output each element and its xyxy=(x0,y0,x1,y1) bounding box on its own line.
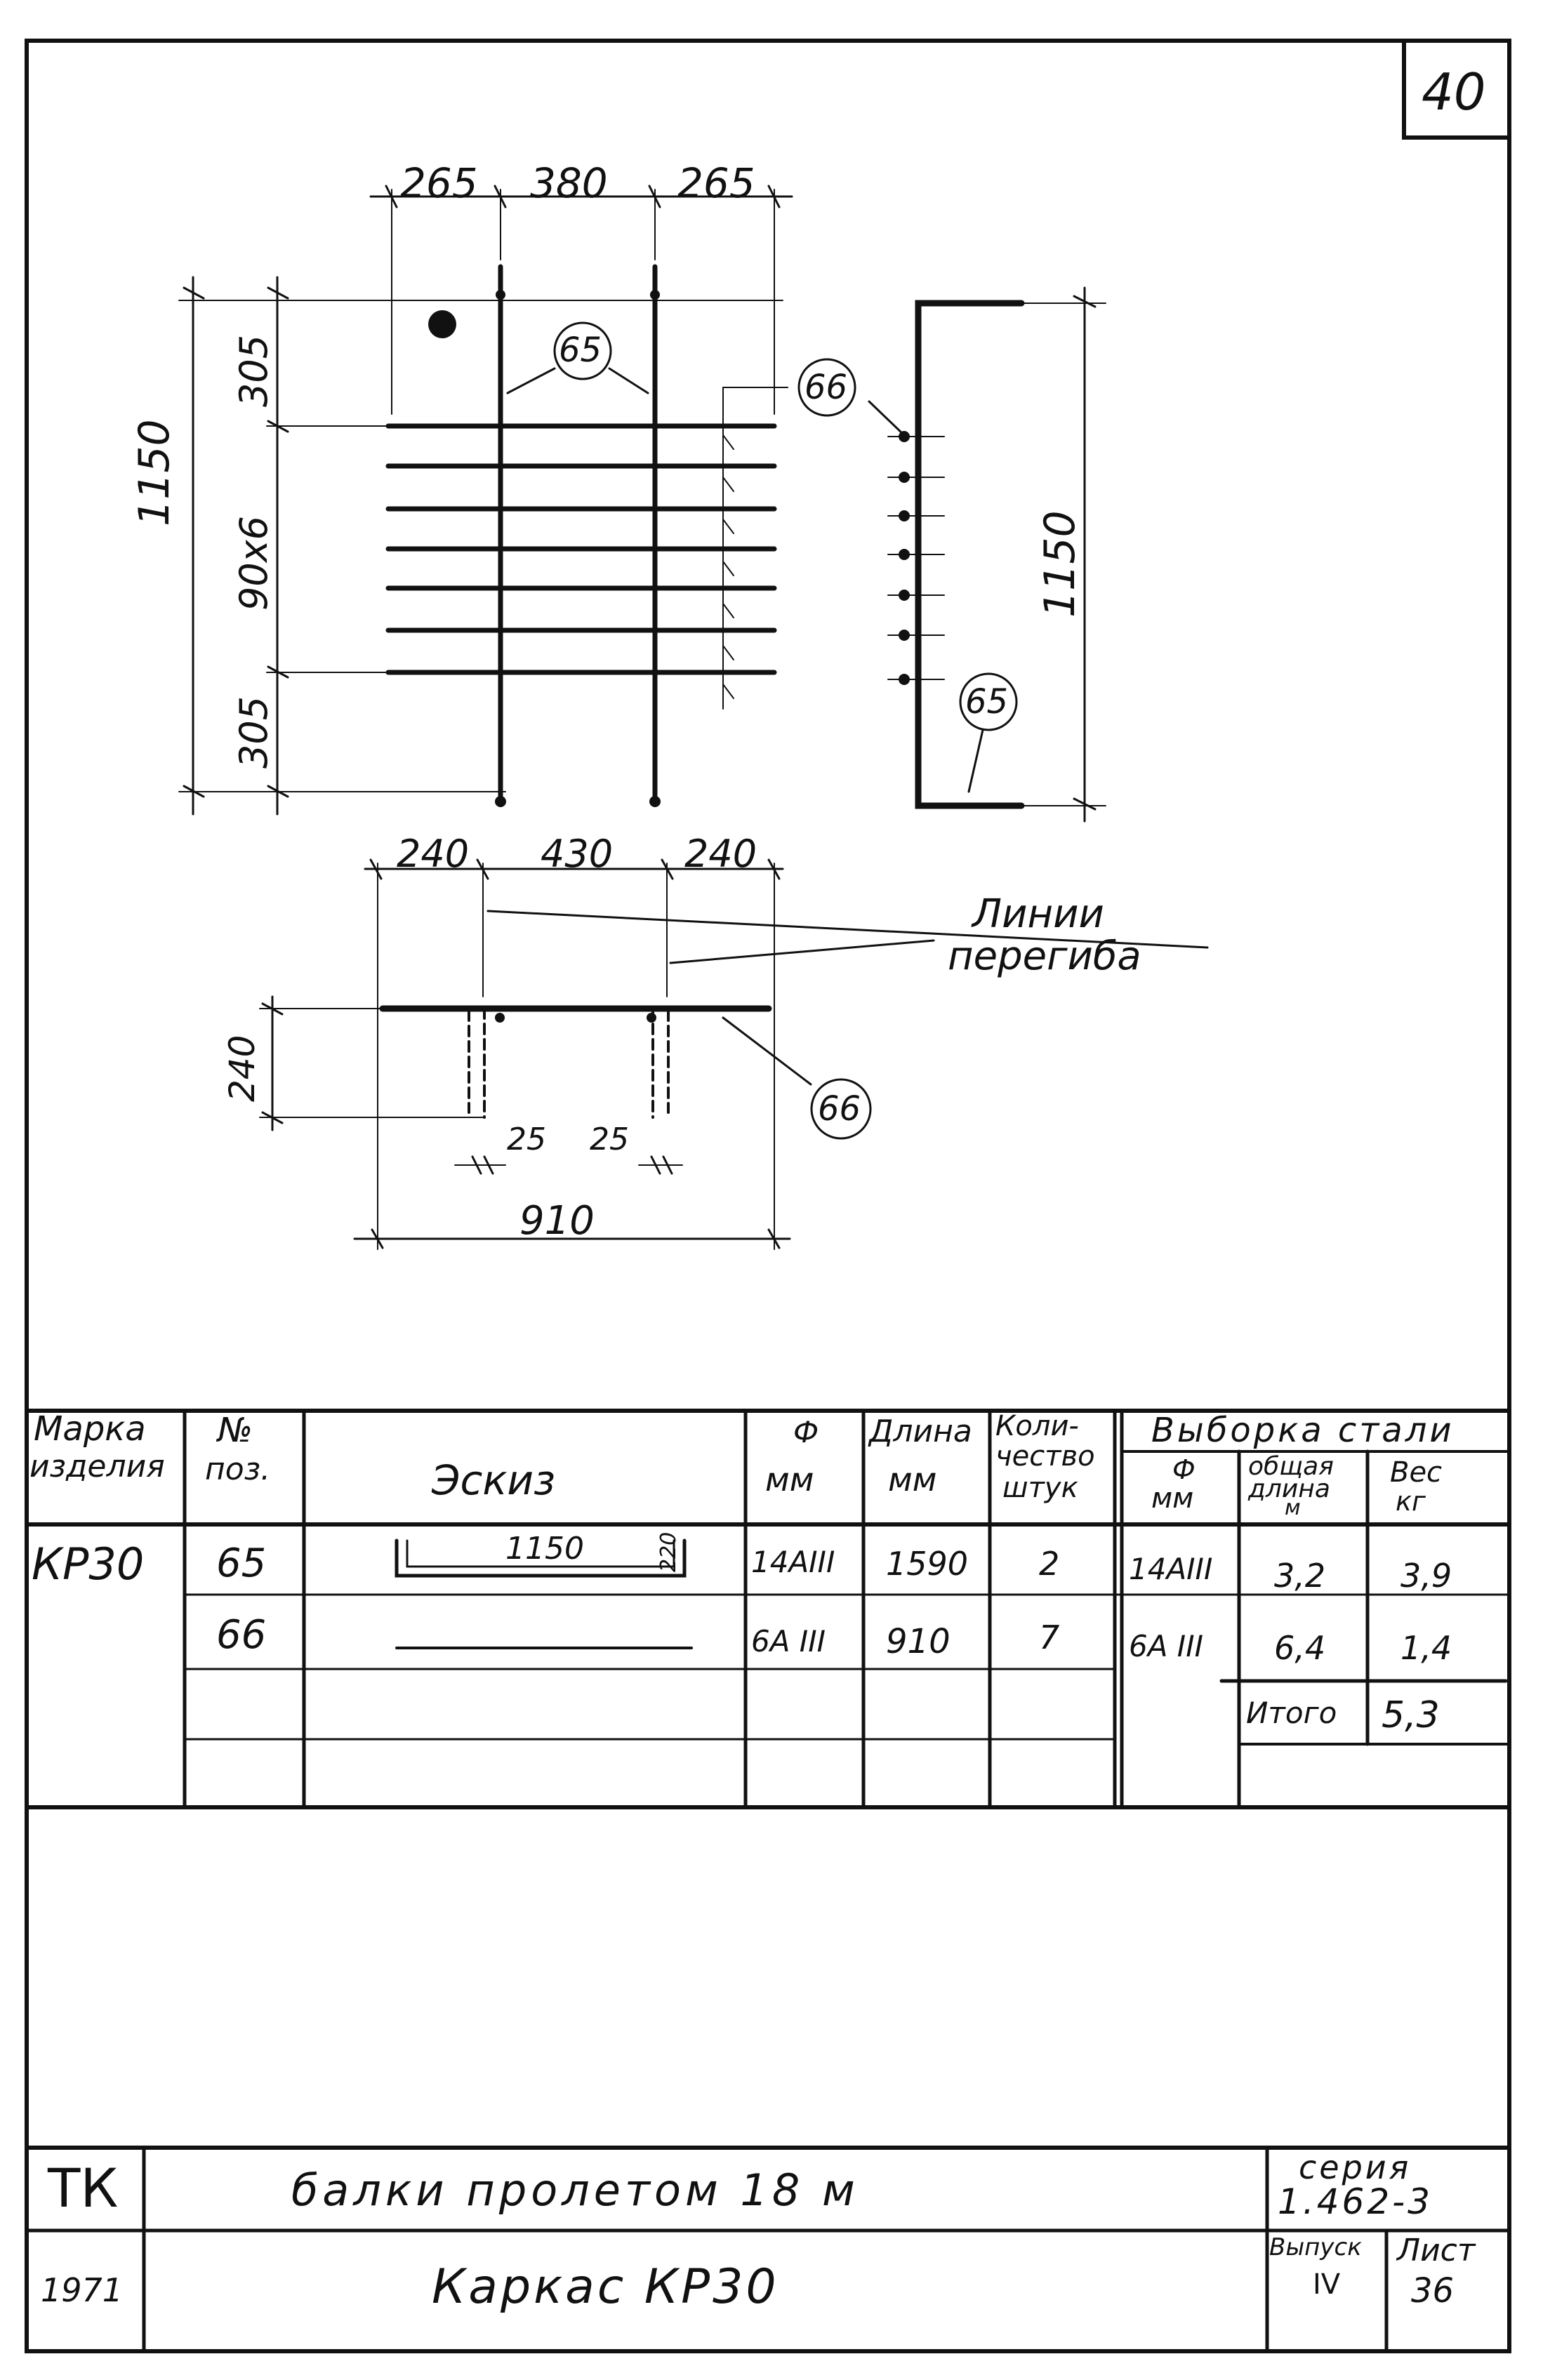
hdr-total-len-3: м xyxy=(1285,1496,1301,1520)
hdr-dia-2: мм xyxy=(765,1461,814,1498)
dim-top-3: 265 xyxy=(677,159,755,207)
callout-65-circle xyxy=(553,321,612,380)
dim-left-total: 1150 xyxy=(130,419,179,526)
callout-66-circle xyxy=(797,358,856,417)
sheet-value: 36 xyxy=(1411,2271,1455,2311)
dim-left-part2: 90x6 xyxy=(232,515,276,611)
hdr-len-1: Длина xyxy=(869,1414,972,1449)
hdr-total-len-2: длина xyxy=(1248,1475,1330,1503)
callout-66: 66 xyxy=(804,368,848,407)
callout-66-bottom-circle xyxy=(810,1078,872,1140)
dim-left-part1: 305 xyxy=(232,334,276,407)
cell-qty-65: 2 xyxy=(1039,1545,1060,1583)
hdr-steel-dia-2: мм xyxy=(1151,1482,1194,1515)
cell-pos-65: 65 xyxy=(216,1541,267,1586)
sheet-frame xyxy=(25,39,1511,2353)
dim-bottom-1: 240 xyxy=(397,832,470,876)
hdr-total-len-1: общая xyxy=(1248,1452,1334,1481)
cell-total-label: Итого xyxy=(1246,1696,1337,1730)
dim-top-2: 380 xyxy=(530,159,608,207)
cell-dia-65: 14АIII xyxy=(751,1545,835,1579)
dim-top-1: 265 xyxy=(400,159,478,207)
dim-right: 1150 xyxy=(1035,510,1085,618)
hdr-qty-3: штук xyxy=(1002,1472,1078,1504)
cell-total-len-66: 6,4 xyxy=(1274,1629,1326,1667)
cell-weight-66: 1,4 xyxy=(1400,1629,1452,1667)
hdr-len-2: мм xyxy=(888,1461,937,1498)
hdr-weight-2: кг xyxy=(1396,1486,1426,1517)
hdr-steel-dia-1: Ф xyxy=(1172,1454,1196,1485)
hdr-mark-1: Марка xyxy=(34,1409,146,1449)
title-org: ТК xyxy=(48,2157,119,2219)
dim-left-part3: 305 xyxy=(232,696,276,769)
title-line-1: балки пролетом 18 м xyxy=(291,2165,859,2216)
cell-total-weight: 5,3 xyxy=(1382,1694,1440,1736)
dim-bottom-2: 430 xyxy=(541,832,614,876)
cell-steel-dia-66: 6А III xyxy=(1129,1629,1203,1663)
cell-len-65: 1590 xyxy=(886,1545,969,1583)
callout-65-side-circle xyxy=(959,672,1018,731)
sheet-number: 40 xyxy=(1422,62,1486,121)
dim-offset-2: 25 xyxy=(590,1122,629,1157)
cell-dia-66: 6А III xyxy=(751,1624,826,1658)
hdr-pos-2: поз. xyxy=(205,1451,271,1487)
dim-side-height: 240 xyxy=(222,1035,263,1102)
series-value: 1.462-3 xyxy=(1278,2181,1433,2222)
hdr-weight-1: Вес xyxy=(1390,1456,1443,1489)
bend-label-2: перегиба xyxy=(948,933,1141,979)
callout-65-side: 65 xyxy=(965,682,1009,722)
hdr-dia-1: Ф xyxy=(793,1415,819,1449)
issue-label: Выпуск xyxy=(1269,2233,1362,2261)
callout-65: 65 xyxy=(559,331,602,370)
cell-weight-65: 3,9 xyxy=(1400,1557,1452,1595)
hdr-sketch: Эскиз xyxy=(432,1456,555,1504)
series-label: серия xyxy=(1299,2148,1412,2186)
hdr-qty-2: чество xyxy=(995,1440,1095,1472)
hdr-qty-1: Коли- xyxy=(995,1410,1079,1442)
cell-pos-66: 66 xyxy=(216,1612,267,1658)
cell-len-66: 910 xyxy=(886,1622,951,1661)
dim-overall: 910 xyxy=(519,1198,595,1244)
cell-total-len-65: 3,2 xyxy=(1274,1557,1326,1595)
hdr-mark-2: изделия xyxy=(29,1449,165,1484)
callout-66-bottom: 66 xyxy=(818,1089,861,1129)
sheet-label: Лист xyxy=(1397,2233,1476,2268)
hdr-pos-1: № xyxy=(218,1411,253,1450)
sheet-number-box xyxy=(1402,39,1511,140)
cell-sketch-h: 220 xyxy=(656,1531,681,1572)
dim-offset-1: 25 xyxy=(507,1122,546,1157)
cell-steel-dia-65: 14АIII xyxy=(1129,1552,1213,1586)
dim-bottom-3: 240 xyxy=(684,832,757,876)
cell-mark: КР30 xyxy=(32,1538,145,1590)
title-line-2: Каркас КР30 xyxy=(432,2259,779,2315)
cell-qty-66: 7 xyxy=(1039,1618,1060,1656)
bend-label-1: Линии xyxy=(972,891,1104,937)
hdr-steel: Выборка стали xyxy=(1151,1411,1455,1450)
cell-sketch-len: 1150 xyxy=(505,1531,584,1567)
title-year: 1971 xyxy=(41,2271,124,2309)
issue-value: IV xyxy=(1313,2268,1341,2301)
